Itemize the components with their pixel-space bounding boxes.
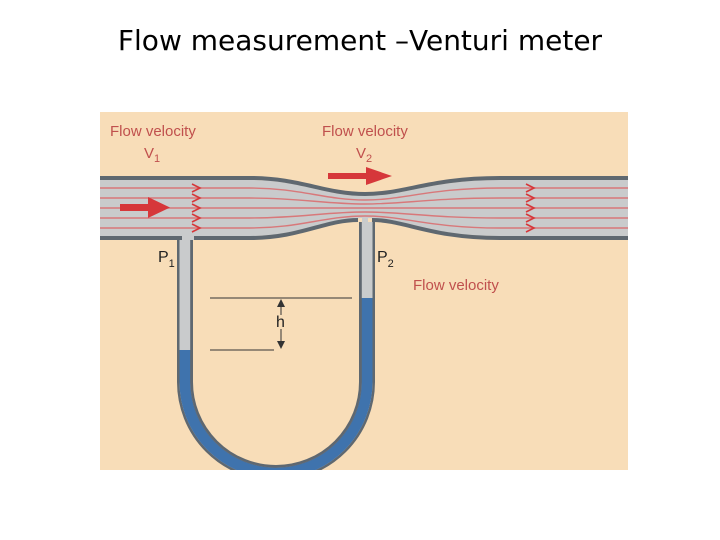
manometer-liquid-fill [179, 298, 373, 470]
pipe-bottom-wall-mid-left [194, 218, 359, 240]
flow-velocity-label-3: Flow velocity [413, 277, 499, 294]
p1-label: P1 [158, 249, 175, 270]
streamline-4 [100, 211, 628, 219]
flow-arrow-throat [328, 167, 392, 185]
pipe-bottom-wall-mid-right [371, 218, 628, 240]
manometer-inner-wall [190, 222, 362, 468]
streamline-1 [100, 187, 628, 201]
p2-label: P2 [377, 249, 394, 270]
flow-arrow-inlet [120, 197, 170, 218]
streamline-chevrons-right [525, 183, 536, 233]
h-label: h [276, 314, 285, 331]
height-marker [210, 297, 352, 351]
pipe-top-wall [100, 176, 628, 197]
slide-title: Flow measurement –Venturi meter [117, 24, 603, 57]
height-arrow-up [277, 299, 285, 307]
v2-label: V2 [356, 145, 372, 165]
manometer-u-tube [177, 222, 375, 470]
flow-velocity-label-1: Flow velocity [110, 123, 196, 140]
height-arrow-down [277, 341, 285, 349]
tap-2 [362, 212, 368, 224]
streamline-5 [100, 215, 628, 229]
venturi-meter-diagram: Flow velocity V1 Flow velocity V2 Flow v… [100, 112, 628, 470]
streamline-2 [100, 197, 628, 205]
streamline-chevrons-left [191, 183, 202, 233]
flow-velocity-label-2: Flow velocity [322, 123, 408, 140]
streamlines [100, 187, 628, 229]
v1-label: V1 [144, 145, 160, 165]
tap-1 [188, 230, 194, 240]
